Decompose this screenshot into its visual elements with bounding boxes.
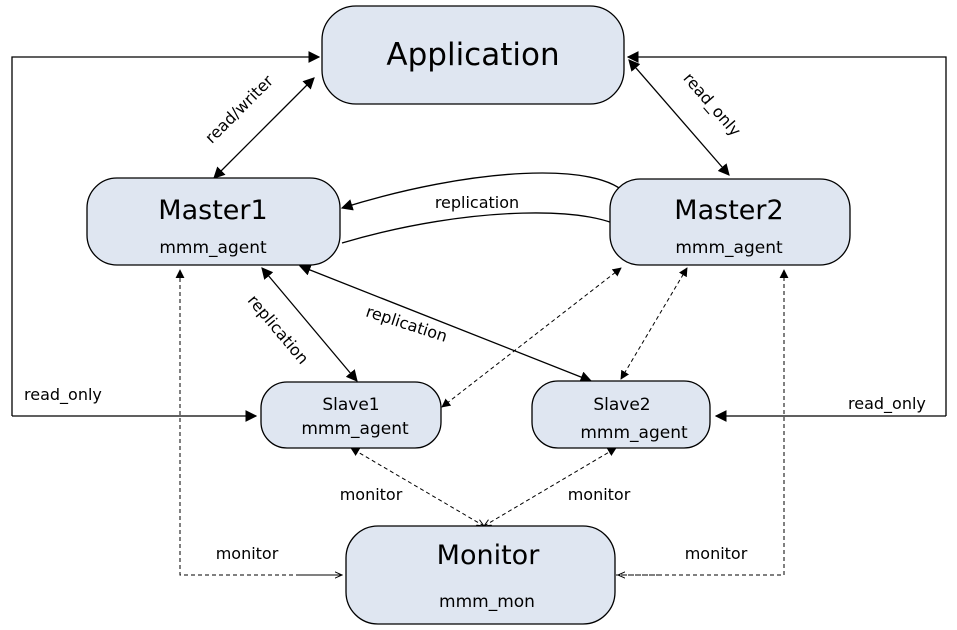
edge-master2-to-master1 — [340, 172, 629, 211]
edge-monitor-master2 — [616, 269, 789, 576]
edge-master1-to-master2 — [341, 212, 629, 244]
monitor-title: Monitor — [437, 540, 541, 571]
master1-subtitle: mmm_agent — [159, 238, 267, 258]
label-monitor-master1: monitor — [216, 544, 279, 563]
edge-right-read-only — [626, 51, 947, 416]
edge-monitor-slave1 — [351, 448, 484, 526]
node-slave1: Slave1 mmm_agent — [260, 381, 442, 449]
slave2-subtitle: mmm_agent — [580, 423, 688, 443]
label-read-only-top: read_only — [679, 69, 745, 141]
edge-left-read-only — [11, 51, 321, 416]
edge-app-master1 — [213, 77, 315, 179]
label-monitor-slave1: monitor — [340, 485, 403, 504]
slave1-subtitle: mmm_agent — [301, 419, 409, 439]
label-monitor-slave2: monitor — [568, 485, 631, 504]
node-master2: Master2 mmm_agent — [609, 178, 851, 266]
node-application: Application — [321, 5, 625, 105]
label-read-writer: read/writer — [201, 71, 277, 147]
node-monitor: Monitor mmm_mon — [345, 525, 616, 625]
label-read-only-left: read_only — [24, 385, 102, 405]
edge-master2-slave1-dashed — [441, 267, 622, 408]
edge-master2-slave2-dashed — [620, 267, 688, 380]
slave2-title: Slave2 — [593, 395, 650, 415]
label-read-only-right: read_only — [848, 394, 926, 414]
edge-monitor-slave2 — [484, 448, 616, 526]
monitor-subtitle: mmm_mon — [439, 592, 535, 612]
edge-monitor-master1 — [175, 269, 342, 576]
master2-title: Master2 — [674, 195, 783, 226]
application-title: Application — [386, 37, 559, 73]
master1-title: Master1 — [158, 195, 267, 226]
node-slave2: Slave2 mmm_agent — [531, 380, 711, 449]
node-master1: Master1 mmm_agent — [86, 177, 341, 266]
label-monitor-master2: monitor — [685, 544, 748, 563]
label-replication-slave1: replication — [244, 291, 313, 368]
master2-subtitle: mmm_agent — [675, 238, 783, 258]
label-replication-masters: replication — [435, 193, 519, 212]
edge-master1-slave2 — [298, 264, 593, 383]
edge-app-master2 — [628, 59, 730, 176]
slave1-title: Slave1 — [322, 395, 379, 415]
